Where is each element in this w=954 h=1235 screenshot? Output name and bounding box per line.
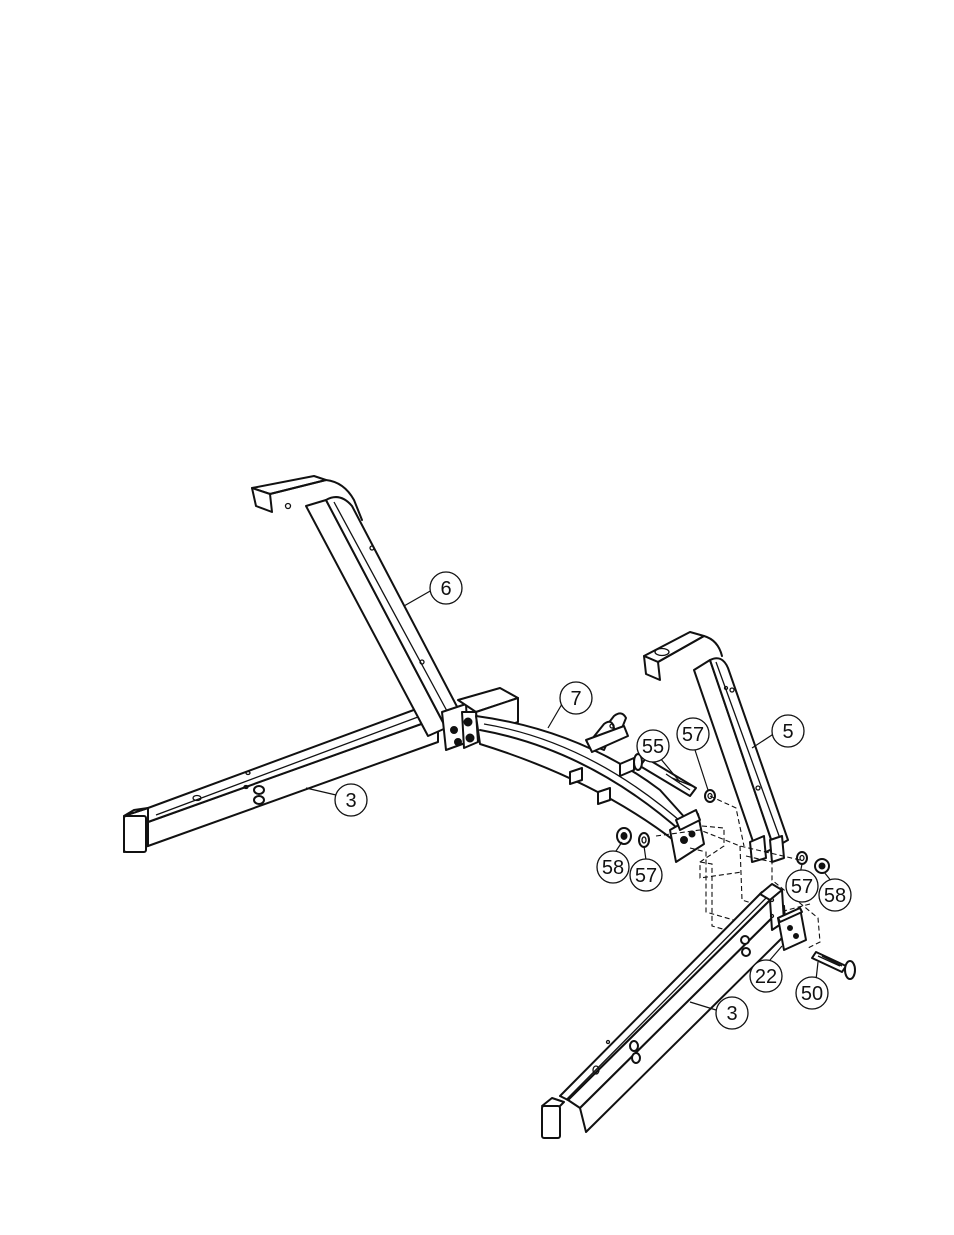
left-base-tube [124,704,438,852]
callout-label-57-upper: 57 [682,724,704,746]
callout-label-55: 55 [642,736,664,758]
callout-part-58-right: 58 [819,879,851,911]
left-upright-frame [252,476,518,750]
callout-part-50: 50 [796,977,828,1009]
right-base-tube [542,884,786,1138]
callout-part-3-left: 3 [335,784,367,816]
callout-part-55: 55 [637,730,669,762]
callout-part-57-lower-left: 57 [630,859,662,891]
callout-label-57-lower-left: 57 [635,865,657,887]
callout-part-57-upper: 57 [677,718,709,750]
callout-part-5: 5 [772,715,804,747]
callout-part-6: 6 [430,572,462,604]
callout-part-58-left: 58 [597,851,629,883]
callout-label-58-left: 58 [602,857,624,879]
callout-label-22: 22 [755,966,777,988]
hardware-left [617,828,649,847]
callout-part-57-right: 57 [786,870,818,902]
callout-label-3-right: 3 [726,1003,737,1025]
callout-label-7: 7 [570,688,581,710]
curved-center-beam [476,713,704,862]
callout-label-6: 6 [440,578,451,600]
callout-label-50: 50 [801,983,823,1005]
callout-label-57-right: 57 [791,876,813,898]
bolt [812,952,855,979]
callout-label-58-right: 58 [824,885,846,907]
callout-part-7: 7 [560,682,592,714]
callout-label-3-left: 3 [345,790,356,812]
callout-label-5: 5 [782,721,793,743]
callout-part-3-right: 3 [716,997,748,1029]
callout-part-22: 22 [750,960,782,992]
